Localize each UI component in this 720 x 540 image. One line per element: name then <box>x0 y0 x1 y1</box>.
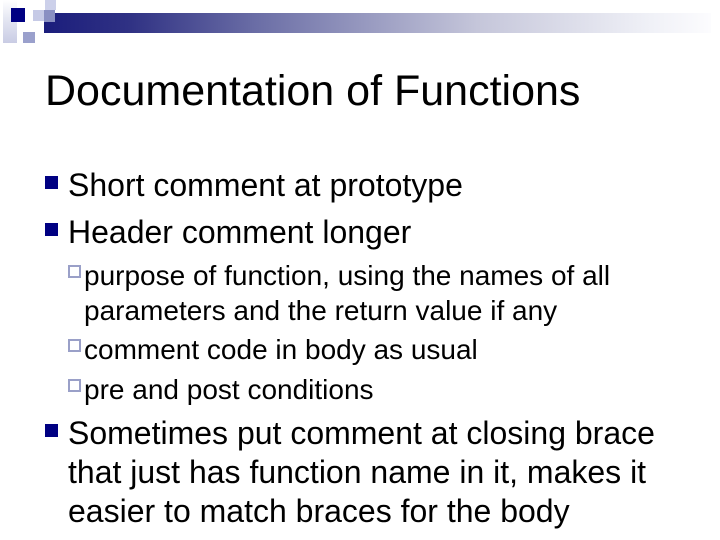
filled-square-bullet-icon <box>45 223 58 236</box>
bullet-item-level2: pre and post conditions <box>68 372 675 407</box>
deco-pixel-square-pale <box>45 0 56 10</box>
bullet-item-level1: Sometimes put comment at closing brace t… <box>45 414 675 531</box>
filled-square-bullet-icon <box>45 424 58 437</box>
deco-pixel-square-slate <box>44 10 55 22</box>
hollow-square-bullet-icon <box>68 379 81 392</box>
bullet-text: purpose of function, using the names of … <box>84 260 611 326</box>
bullet-item-level2: purpose of function, using the names of … <box>68 258 675 328</box>
bullet-text: Header comment longer <box>68 214 412 250</box>
bullet-item-level2: comment code in body as usual <box>68 332 675 367</box>
filled-square-bullet-icon <box>45 176 58 189</box>
bullet-item-level1: Short comment at prototype <box>45 166 675 205</box>
hollow-square-bullet-icon <box>68 339 81 352</box>
bullet-text: Short comment at prototype <box>68 167 463 203</box>
bullet-text: comment code in body as usual <box>84 334 478 365</box>
hollow-square-bullet-icon <box>68 265 81 278</box>
slide-body: Short comment at prototype Header commen… <box>45 166 675 531</box>
slide-title: Documentation of Functions <box>45 67 581 115</box>
deco-pixel-square-light <box>33 10 44 21</box>
deco-horizontal-gradient-bar <box>44 13 711 33</box>
bullet-text: Sometimes put comment at closing brace t… <box>68 415 655 529</box>
header-decoration <box>0 0 720 50</box>
bullet-item-level1: Header comment longer <box>45 213 675 252</box>
bullet-text: pre and post conditions <box>84 374 374 405</box>
deco-pixel-square-lavender <box>23 32 35 43</box>
deco-pixel-square-navy <box>11 8 25 22</box>
